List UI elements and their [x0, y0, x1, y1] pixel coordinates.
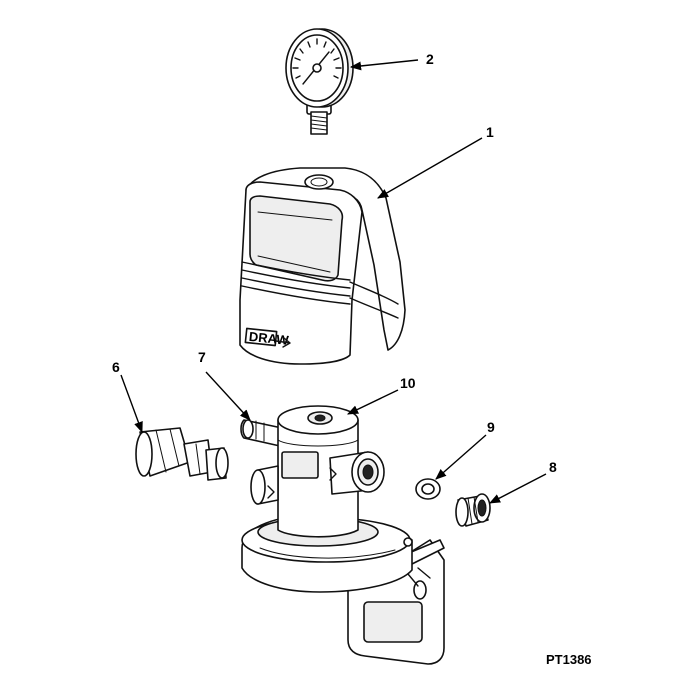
- pressure-gauge-part: [285, 28, 354, 135]
- callout-6: 6: [112, 359, 120, 375]
- leader-2: [349, 59, 419, 71]
- leader-lines: [120, 59, 547, 504]
- drawing-reference: PT1386: [546, 652, 592, 667]
- cover-part: DRAW: [239, 167, 406, 365]
- svg-text:DRAW: DRAW: [248, 329, 290, 348]
- hose-adapter-part: [135, 427, 229, 481]
- cover-marking: DRAW: [244, 327, 291, 348]
- leader-7: [205, 371, 251, 421]
- callouts: 2 1 6 7 10 9 8: [112, 51, 557, 475]
- inlet-nipple-part: [240, 419, 283, 447]
- callout-1: 1: [486, 124, 494, 140]
- regulator-body-part: [241, 405, 445, 665]
- leader-8: [489, 473, 547, 504]
- leader-6: [120, 374, 143, 434]
- callout-7: 7: [198, 349, 206, 365]
- washer-part: [415, 478, 441, 500]
- leader-9: [435, 434, 487, 480]
- leader-1: [377, 137, 483, 199]
- leader-10: [346, 389, 399, 415]
- callout-8: 8: [549, 459, 557, 475]
- callout-10: 10: [400, 375, 416, 391]
- plug-part: [455, 493, 491, 527]
- callout-2: 2: [426, 51, 434, 67]
- callout-9: 9: [487, 419, 495, 435]
